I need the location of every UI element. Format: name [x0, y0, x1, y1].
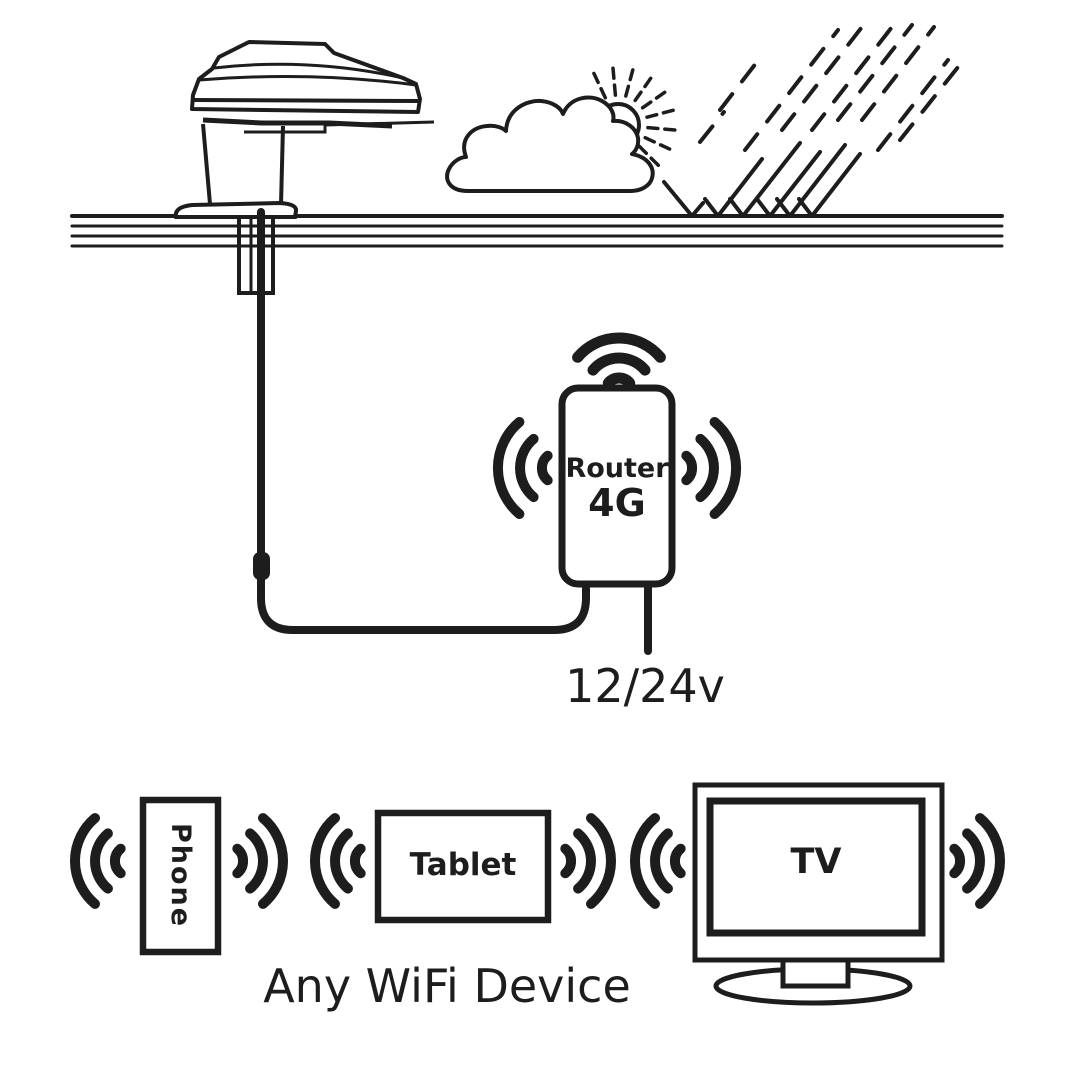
- tablet-wifi-right-icon: [560, 813, 616, 909]
- router-box: [558, 384, 676, 588]
- cable-connector: [253, 552, 270, 580]
- router-wifi-top-icon: [572, 332, 666, 389]
- antenna-base: [173, 200, 299, 219]
- tv-wifi-left-icon: [630, 813, 686, 909]
- antenna-mount-tube: [237, 215, 275, 295]
- phone-wifi-right-icon: [232, 813, 288, 909]
- router-label: Router: [565, 453, 669, 484]
- router-wifi-right-icon: [681, 417, 741, 519]
- coax-cable: [253, 208, 590, 634]
- router-wifi-left-icon: [493, 417, 553, 519]
- phone-label: Phone: [165, 822, 196, 929]
- tv-screen: [706, 797, 926, 937]
- phone-icon: [139, 796, 222, 956]
- cloud-icon: [445, 95, 655, 193]
- power-voltage-label: 12/24v: [565, 659, 725, 713]
- router-4g-label: 4G: [588, 481, 646, 525]
- roof-lines: [70, 214, 1004, 248]
- rain-icon: [662, 23, 964, 218]
- antenna-dome-icon: [173, 40, 435, 295]
- tv-wifi-right-icon: [949, 813, 1005, 909]
- tablet-wifi-left-icon: [310, 813, 366, 909]
- caption: Any WiFi Device: [263, 959, 631, 1013]
- tv-label: TV: [790, 842, 842, 882]
- tv-icon: [692, 782, 945, 1006]
- phone-wifi-left-icon: [70, 813, 126, 909]
- tablet-label: Tablet: [409, 847, 517, 883]
- tablet-icon: [374, 809, 552, 924]
